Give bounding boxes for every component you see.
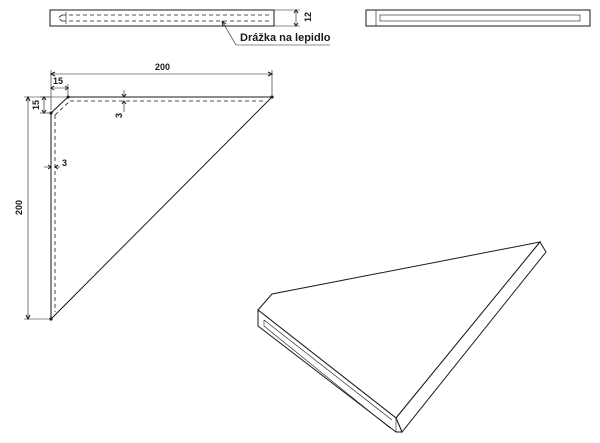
dim-groove-left: 3 bbox=[44, 158, 67, 170]
dim-width: 200 bbox=[49, 62, 274, 110]
side-view-back bbox=[365, 9, 591, 27]
dim-height-label: 200 bbox=[14, 200, 24, 215]
dim-width-label: 200 bbox=[155, 62, 170, 72]
side-view-front: 12 bbox=[49, 9, 313, 27]
plan-view bbox=[49, 95, 274, 321]
isometric-view bbox=[257, 241, 547, 433]
groove-label: Drážka na lepidlo bbox=[240, 32, 331, 44]
dim-groove-top: 3 bbox=[114, 90, 127, 118]
dim-offset-left-label: 15 bbox=[31, 100, 41, 110]
groove-callout: Drážka na lepidlo bbox=[221, 20, 331, 46]
dim-height: 200 bbox=[14, 95, 50, 321]
dim-offset-top-label: 15 bbox=[53, 76, 63, 86]
dim-thickness: 12 bbox=[303, 12, 313, 22]
dim-offset-top: 15 bbox=[50, 76, 69, 95]
dim-offset-left: 15 bbox=[31, 96, 66, 114]
dim-groove-top-label: 3 bbox=[114, 113, 124, 118]
dim-groove-left-label: 3 bbox=[62, 158, 67, 168]
